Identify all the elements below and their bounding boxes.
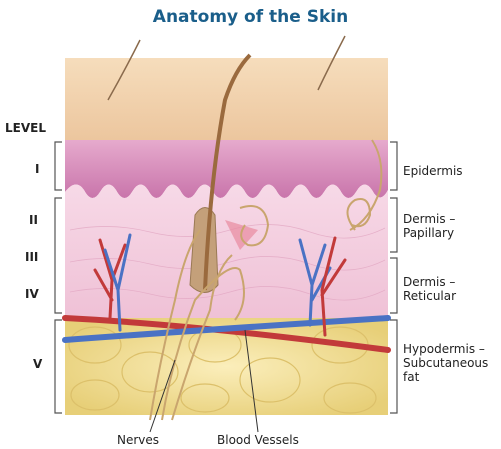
- level-label-v: V: [33, 357, 42, 371]
- layer-label-papillary-dermis: Dermis – Papillary: [403, 212, 455, 240]
- layer-label-reticular-dermis: Dermis – Reticular: [403, 275, 456, 303]
- layer-brackets: [390, 142, 397, 413]
- level-brackets: [55, 142, 62, 413]
- level-label-i: I: [35, 162, 39, 176]
- level-label-iii: III: [25, 250, 38, 264]
- callout-blood-vessels: Blood Vessels: [217, 433, 299, 447]
- level-label-ii: II: [29, 213, 38, 227]
- level-heading: LEVEL: [5, 121, 46, 135]
- layer-label-hypodermis: Hypodermis – Subcutaneous fat: [403, 342, 488, 384]
- callout-nerves: Nerves: [117, 433, 159, 447]
- layer-label-epidermis: Epidermis: [403, 164, 463, 178]
- dermis-layer: [65, 184, 388, 318]
- level-label-iv: IV: [25, 287, 39, 301]
